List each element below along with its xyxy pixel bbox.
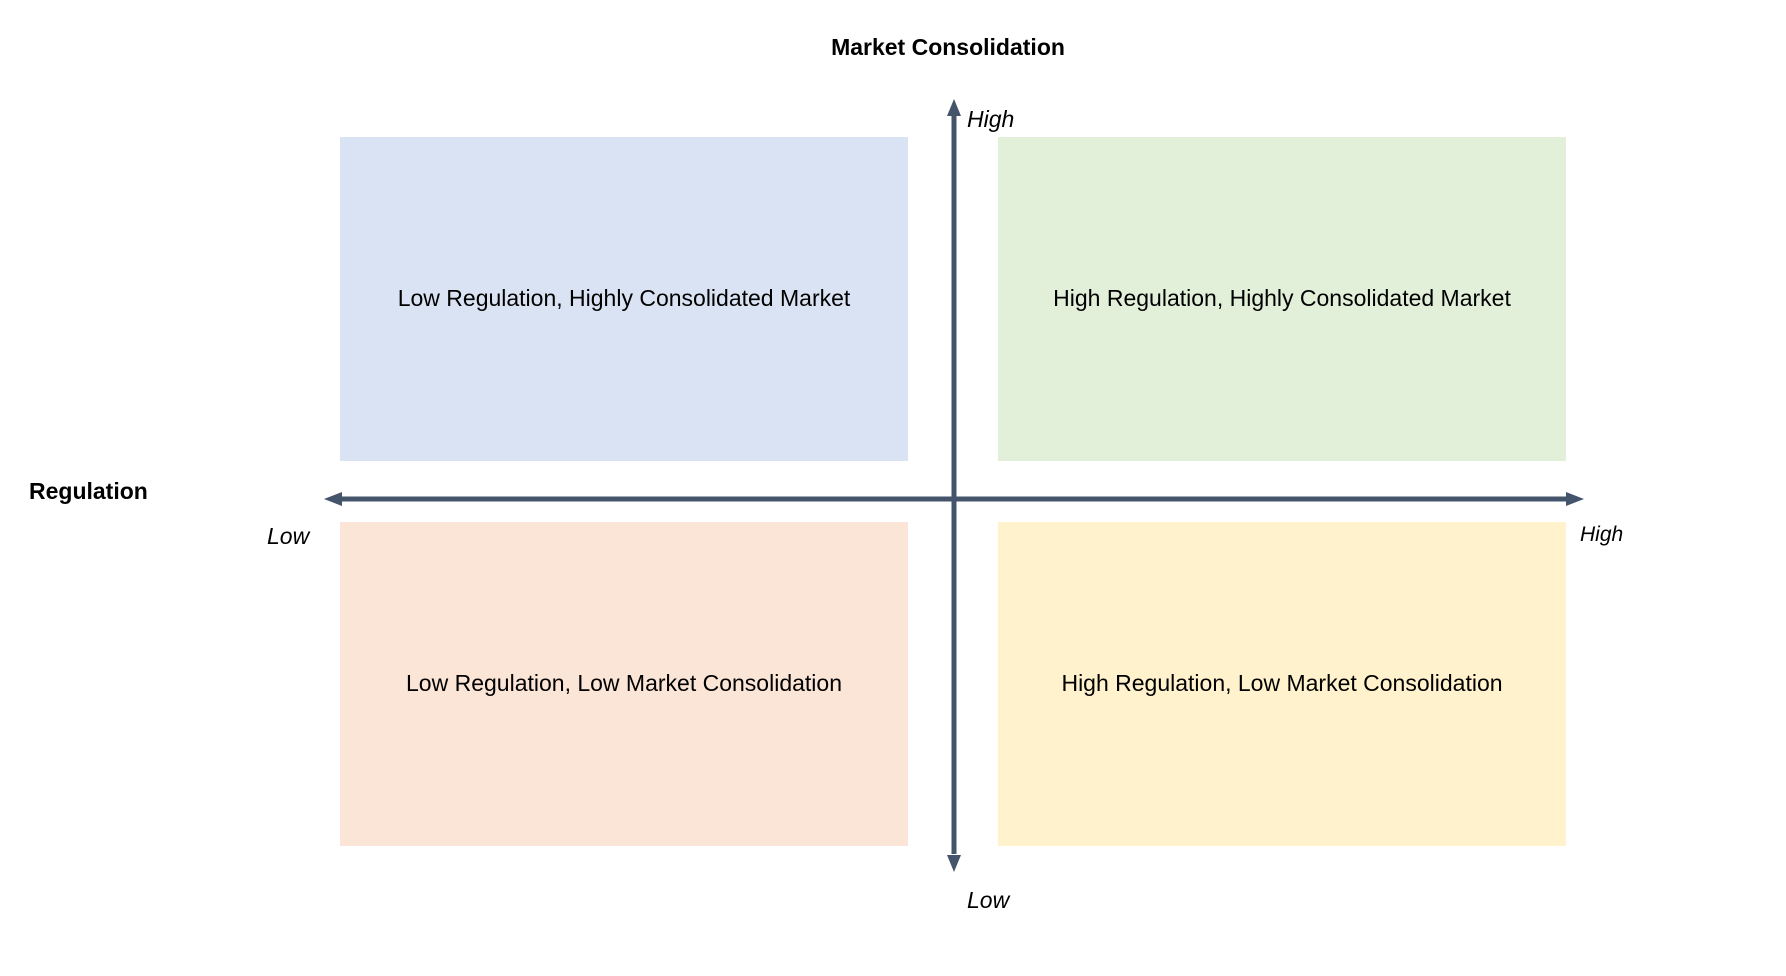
regulation-high-label: High [1580,523,1624,546]
quadrant-top-right: High Regulation, Highly Consolidated Mar… [998,137,1566,461]
market-consolidation-axis-title: Market Consolidation [831,34,1065,60]
vertical-axis-arrow-up [947,99,961,116]
vertical-axis-arrow-down [947,855,961,872]
quadrant-bottom-right-label: High Regulation, Low Market Consolidatio… [1061,670,1503,697]
quadrant-top-right-label: High Regulation, Highly Consolidated Mar… [1053,285,1511,312]
horizontal-axis-arrow-right [1566,492,1584,506]
quadrant-top-left-label: Low Regulation, Highly Consolidated Mark… [397,285,851,312]
horizontal-axis-arrow-left [324,492,342,506]
quadrant-top-left: Low Regulation, Highly Consolidated Mark… [340,137,908,461]
market-consolidation-high-label: High [967,106,1015,132]
quadrant-bottom-left-label: Low Regulation, Low Market Consolidation [406,670,842,697]
regulation-low-label: Low [267,523,310,549]
quadrant-bottom-left: Low Regulation, Low Market Consolidation [340,522,908,846]
quadrant-bottom-right: High Regulation, Low Market Consolidatio… [998,522,1566,846]
regulation-axis-title: Regulation [29,478,148,504]
market-consolidation-low-label: Low [967,887,1010,913]
